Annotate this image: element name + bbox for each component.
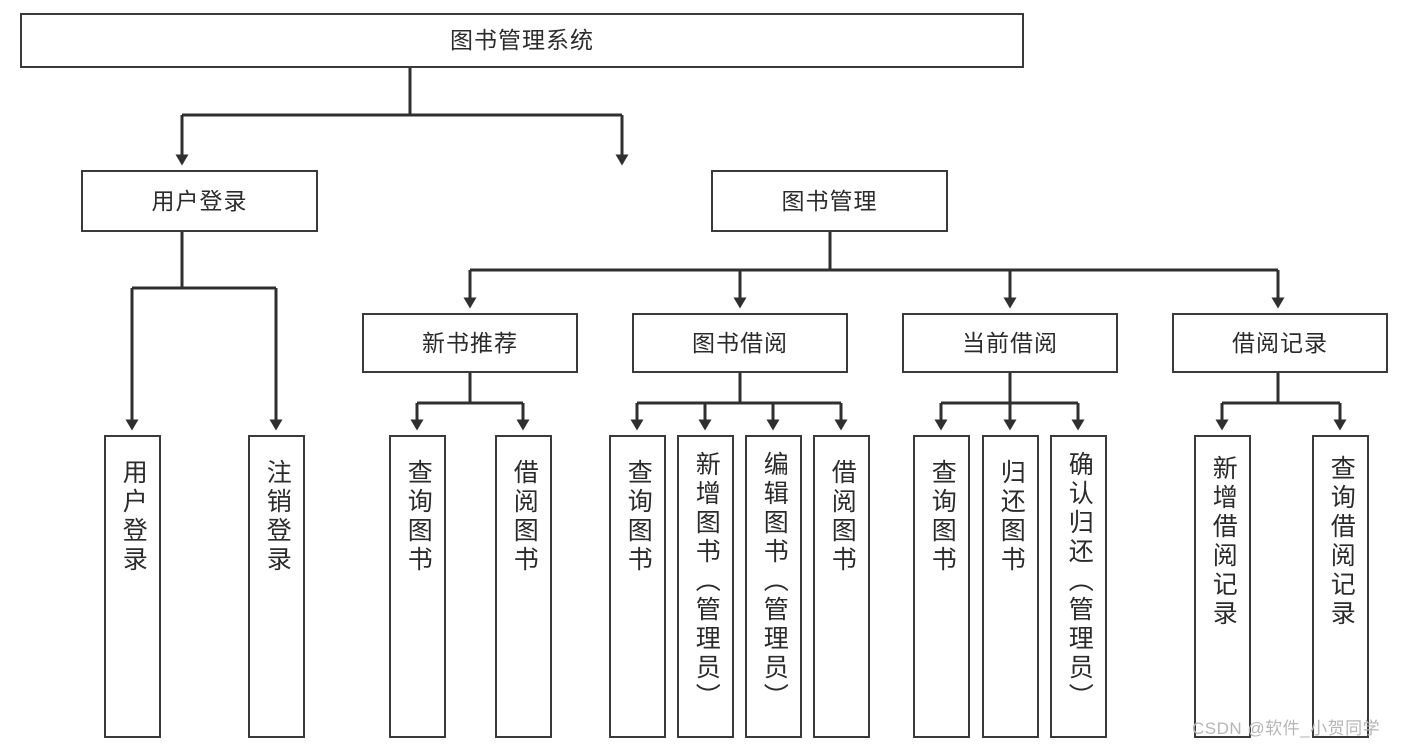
leaf-add-borrow-record[interactable]: 新增借阅记录	[1194, 435, 1251, 738]
node-book-management[interactable]: 图书管理	[711, 170, 948, 232]
node-label: 归还图书	[997, 459, 1026, 575]
leaf-return-book[interactable]: 归还图书	[982, 435, 1039, 738]
leaf-query-book-borrow[interactable]: 查询图书	[609, 435, 666, 738]
node-current-borrow[interactable]: 当前借阅	[902, 313, 1118, 373]
node-label: 当前借阅	[962, 329, 1058, 356]
node-label: 查询图书	[624, 459, 653, 575]
node-label: 图书管理系统	[450, 27, 594, 54]
node-label: 查询借阅记录	[1327, 455, 1356, 629]
leaf-borrow-book-new-rec[interactable]: 借阅图书	[495, 435, 552, 738]
node-new-book-recommendation[interactable]: 新书推荐	[362, 313, 578, 373]
node-label: 查询图书	[928, 459, 957, 575]
node-label: 新增图书（管理员）	[692, 451, 721, 712]
leaf-add-book-admin[interactable]: 新增图书（管理员）	[677, 435, 734, 738]
node-label: 新书推荐	[422, 329, 518, 356]
node-label: 用户登录	[151, 187, 248, 214]
node-book-borrow[interactable]: 图书借阅	[632, 313, 848, 373]
node-label: 查询图书	[404, 459, 433, 575]
node-label: 注销登录	[263, 459, 292, 575]
node-label: 图书管理	[781, 187, 878, 214]
node-label: 借阅图书	[828, 459, 857, 575]
node-label: 图书借阅	[692, 329, 788, 356]
node-label: 新增借阅记录	[1209, 455, 1238, 629]
node-label: 编辑图书（管理员）	[760, 451, 789, 712]
node-user-login[interactable]: 用户登录	[81, 170, 318, 232]
node-borrow-record[interactable]: 借阅记录	[1172, 313, 1388, 373]
leaf-borrow-book[interactable]: 借阅图书	[813, 435, 870, 738]
leaf-edit-book-admin[interactable]: 编辑图书（管理员）	[745, 435, 802, 738]
node-root-book-management-system[interactable]: 图书管理系统	[20, 13, 1024, 68]
node-label: 用户登录	[119, 459, 148, 575]
leaf-query-book-new-rec[interactable]: 查询图书	[389, 435, 446, 738]
leaf-logout[interactable]: 注销登录	[248, 435, 305, 738]
leaf-user-login[interactable]: 用户登录	[104, 435, 161, 738]
leaf-confirm-return-admin[interactable]: 确认归还（管理员）	[1050, 435, 1107, 738]
leaf-query-borrow-record[interactable]: 查询借阅记录	[1312, 435, 1369, 738]
node-label: 借阅图书	[510, 459, 539, 575]
node-label: 确认归还（管理员）	[1065, 451, 1094, 712]
node-label: 借阅记录	[1232, 329, 1328, 356]
leaf-query-book-current[interactable]: 查询图书	[913, 435, 970, 738]
